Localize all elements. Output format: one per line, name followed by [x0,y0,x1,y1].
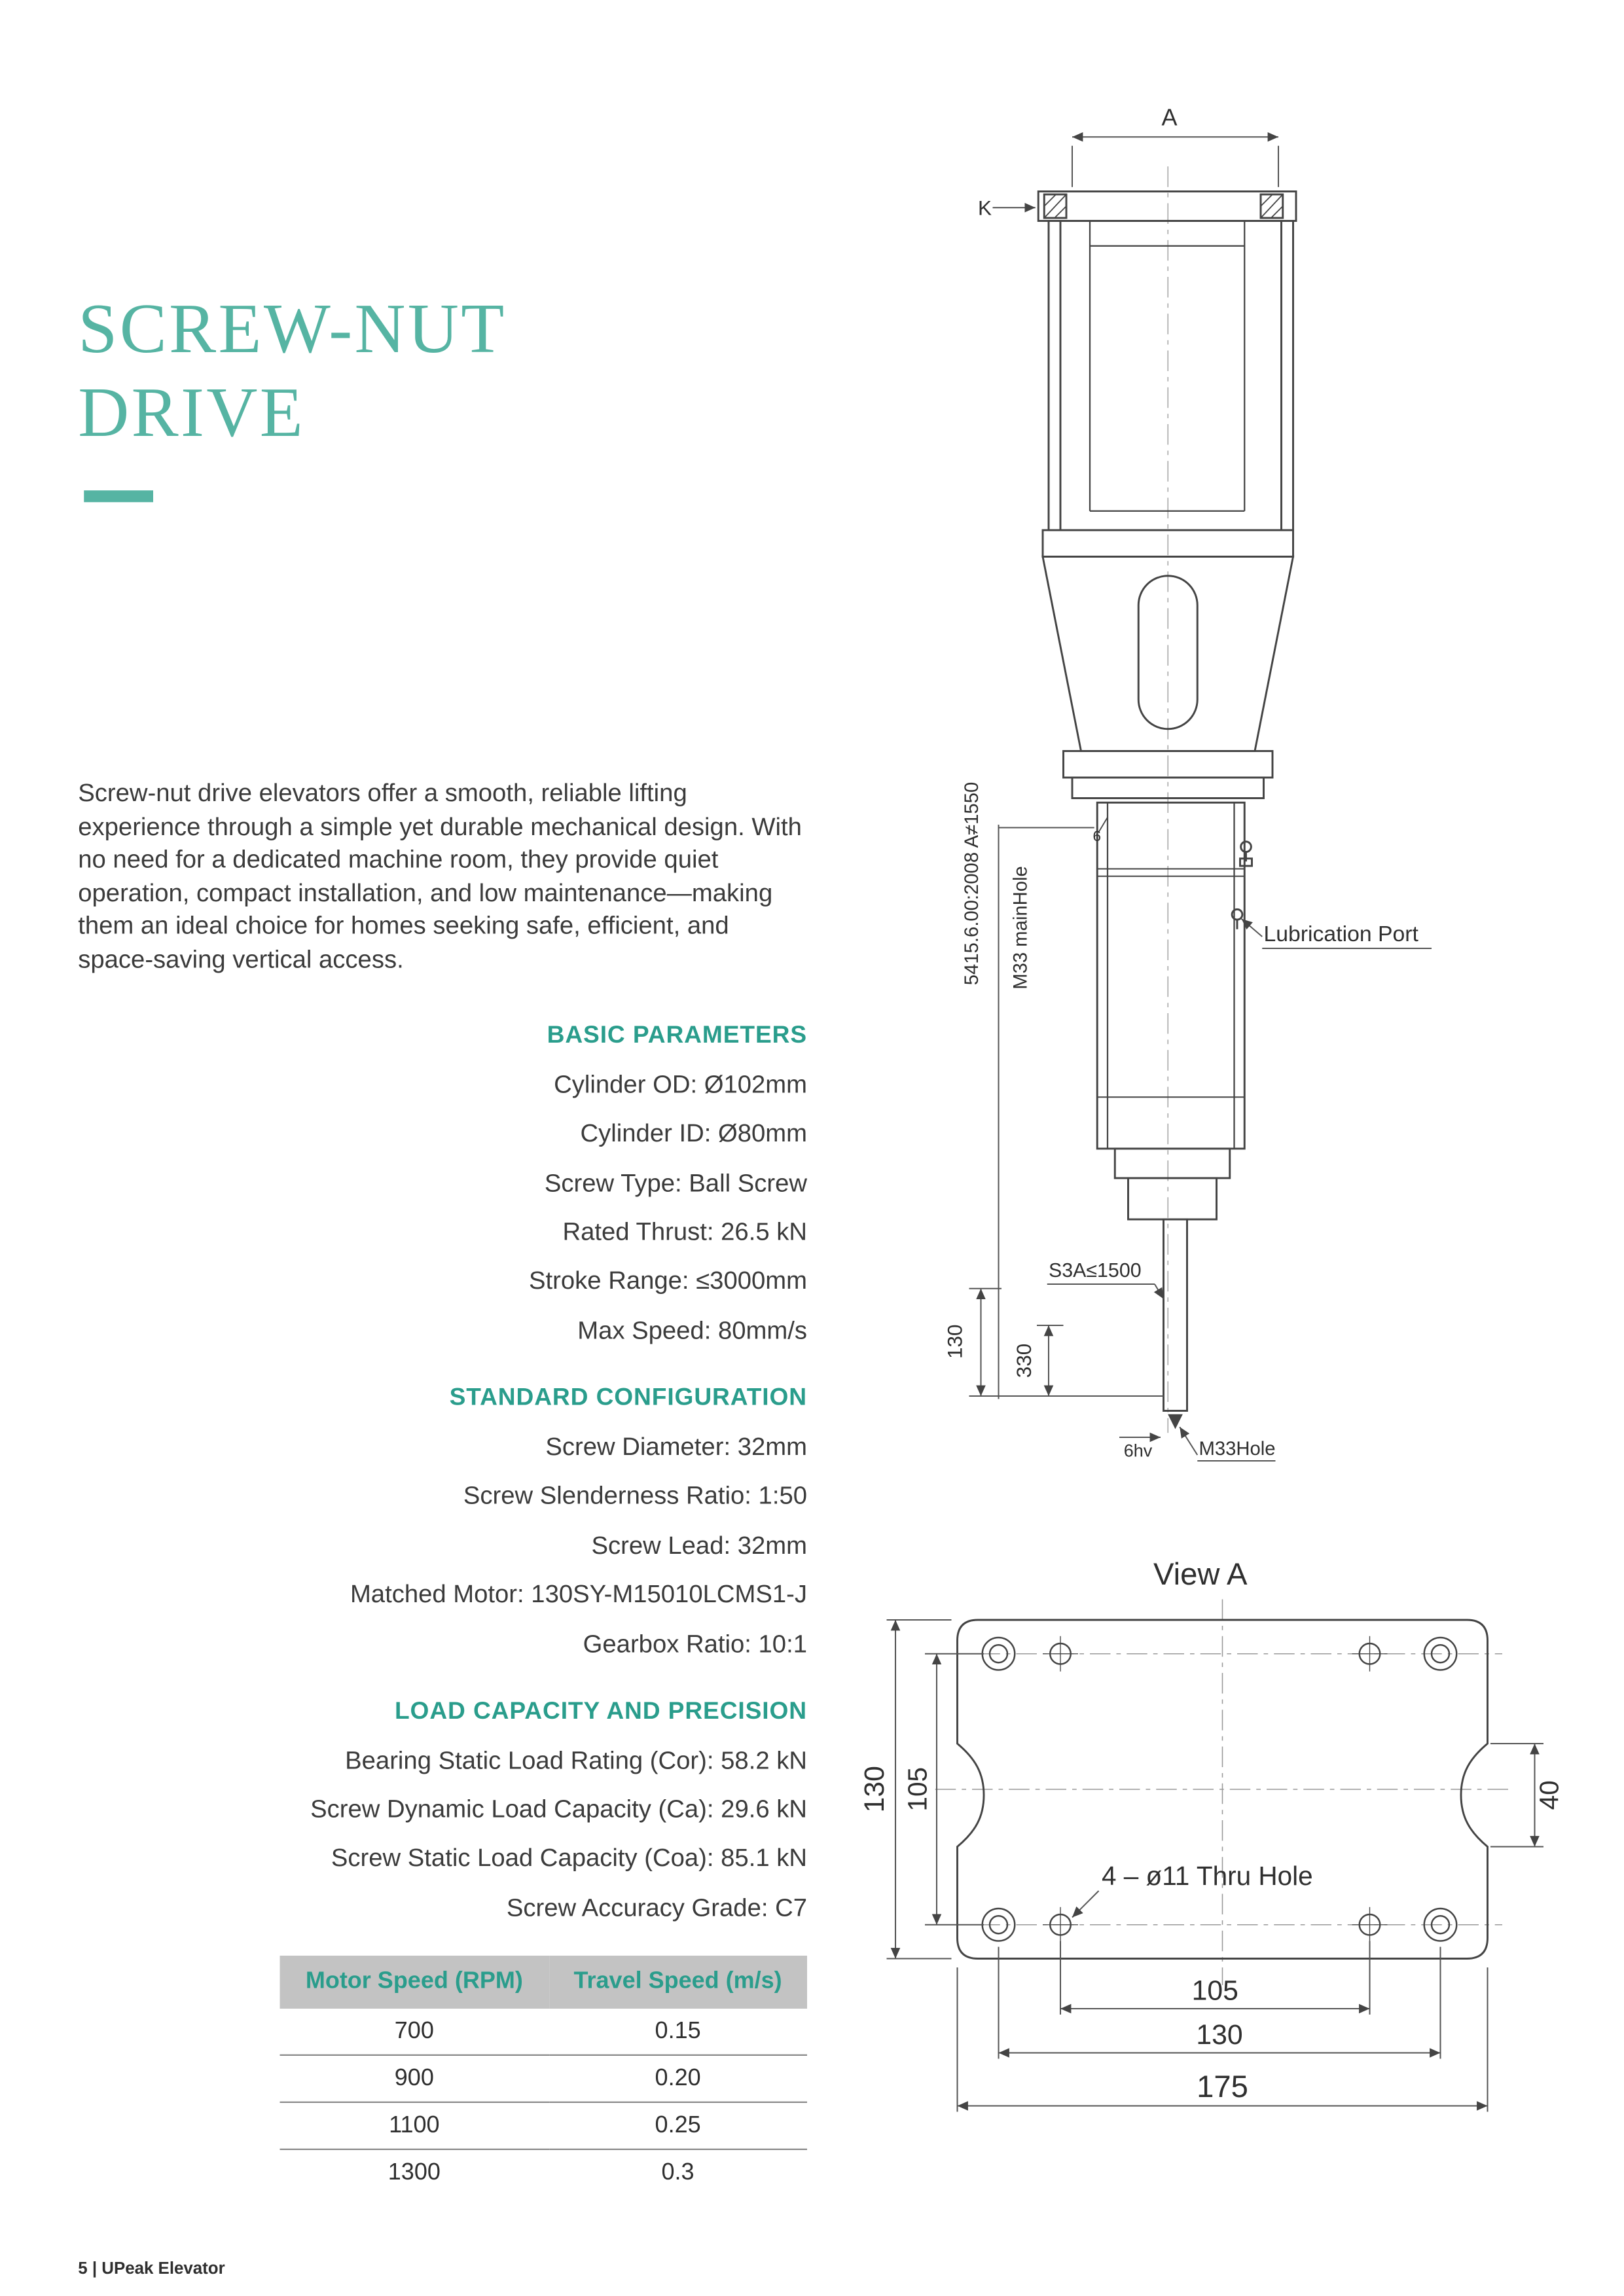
speed-table-header-row: Motor Speed (RPM) Travel Speed (m/s) [280,1956,807,2009]
dim-bottom-mid-label: 130 [1196,2019,1242,2051]
thru-holes [1043,1636,1388,1943]
lubrication-port-label: Lubrication Port [1264,922,1419,946]
page-title-line2: DRIVE [78,373,306,452]
cell-travel-speed: 0.25 [655,2112,701,2138]
cell-motor-speed: 1100 [389,2112,440,2138]
table-row: 700 0.15 [280,2009,807,2055]
section-heading-standard-configuration: STANDARD CONFIGURATION [449,1384,807,1411]
spec-item: Screw Accuracy Grade: C7 [506,1893,807,1922]
dim-notch-label: 40 [1534,1780,1564,1810]
dim-height-inner-label: 105 [902,1767,932,1812]
spec-item: Screw Diameter: 32mm [545,1433,807,1461]
view-a-dimension-lines [886,1619,1543,2112]
spec-item: Cylinder OD: Ø102mm [554,1070,807,1099]
col-header-motor-speed: Motor Speed (RPM) [280,1956,549,2009]
page-footer: 5 | UPeak Elevator [78,2260,225,2278]
spec-item: Stroke Range: ≤3000mm [529,1266,807,1295]
dim-bottom-outer-label: 175 [1197,2070,1248,2104]
view-a-title: View A [1153,1557,1248,1592]
page-title: SCREW-NUT DRIVE [78,289,506,456]
section-heading-basic-parameters: BASIC PARAMETERS [547,1022,807,1049]
spec-item: Screw Lead: 32mm [591,1531,807,1560]
cell-motor-speed: 900 [394,2065,434,2090]
title-accent-rule [84,490,153,503]
actuator-outline [1037,190,1297,1429]
table-row: 900 0.20 [280,2055,807,2102]
m33-hole-label: M33Hole [1199,1439,1276,1460]
dim-a-label: A [1161,103,1177,130]
table-row: 1300 0.3 [280,2149,808,2196]
spec-item: Max Speed: 80mm/s [577,1316,807,1344]
spec-item: Gearbox Ratio: 10:1 [583,1629,807,1658]
page-title-line1: SCREW-NUT [78,290,507,368]
speed-table: Motor Speed (RPM) Travel Speed (m/s) 700… [280,1956,808,2196]
mounting-plate-outline [956,1619,1489,1960]
table-row: 1100 0.25 [280,2102,807,2149]
col-header-travel-speed: Travel Speed (m/s) [549,1956,807,2009]
cell-travel-speed: 0.15 [655,2018,701,2043]
corner-bolt-holes [981,1636,1458,1942]
spec-item: Cylinder ID: Ø80mm [580,1119,807,1148]
main-hole-note-label: M33 mainHole [1010,866,1031,990]
dim-330-label: 330 [1012,1344,1036,1378]
spec-item: Matched Motor: 130SY-M15010LCMS1-J [350,1580,807,1609]
side-note-label: 5415.6.00:2008 A≠1550 [962,782,983,985]
cell-travel-speed: 0.3 [661,2159,695,2185]
view-a-centerlines [935,1599,1510,1985]
dimension-lines [969,132,1432,1462]
rod-tolerance-label: 6hv [1124,1441,1153,1460]
dim-bottom-inner-label: 105 [1192,1975,1238,2007]
cell-motor-speed: 1300 [388,2159,441,2185]
spec-item: Screw Static Load Capacity (Coa): 85.1 k… [331,1844,807,1873]
spec-item: Screw Type: Ball Screw [544,1168,807,1197]
k-label: K [978,196,992,220]
section-heading-load-capacity: LOAD CAPACITY AND PRECISION [394,1698,807,1725]
spec-list: BASIC PARAMETERS Cylinder OD: Ø102mm Cyl… [177,1022,807,1924]
small-6-label: 6 [1093,828,1102,844]
spec-item: Bearing Static Load Rating (Cor): 58.2 k… [345,1746,807,1774]
intro-paragraph: Screw-nut drive elevators offer a smooth… [78,779,802,974]
view-a-drawing: View A [859,1557,1564,2112]
cell-travel-speed: 0.20 [655,2065,701,2090]
spec-item: Screw Dynamic Load Capacity (Ca): 29.6 k… [310,1795,807,1823]
dim-130-label: 130 [943,1324,966,1359]
thru-hole-label: 4 – ø11 Thru Hole [1102,1861,1313,1891]
s3a-label: S3A≤1500 [1049,1260,1142,1282]
cell-motor-speed: 700 [394,2018,434,2043]
actuator-side-view-drawing: A K 5415.6.00:2008 A≠1550 M33 mainHole L… [943,103,1432,1462]
spec-item: Screw Slenderness Ratio: 1:50 [463,1482,807,1510]
spec-item: Rated Thrust: 26.5 kN [562,1217,808,1246]
dim-height-outer-label: 130 [859,1766,890,1812]
